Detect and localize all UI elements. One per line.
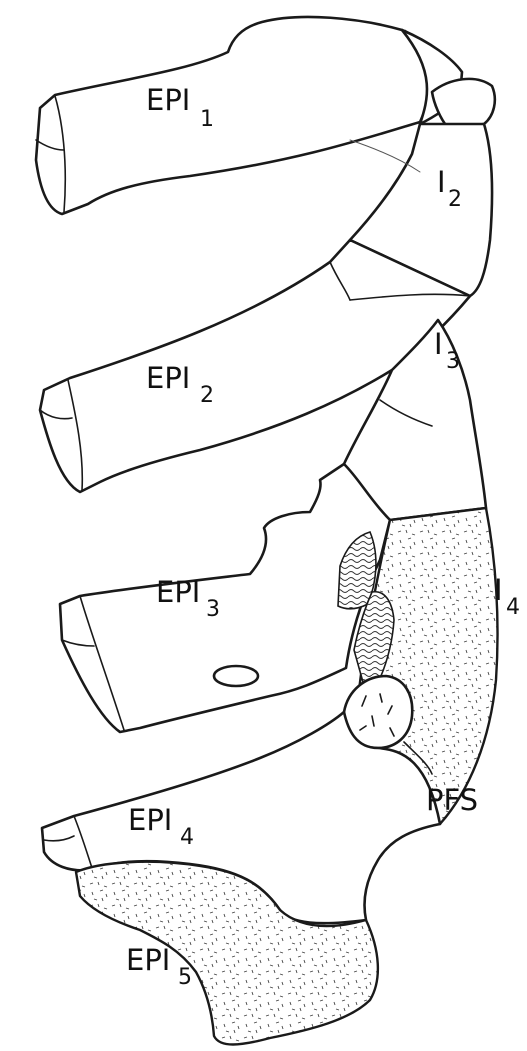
- svg-text:EPI: EPI: [146, 83, 190, 117]
- svg-text:I: I: [437, 165, 446, 199]
- svg-text:I: I: [434, 327, 443, 361]
- svg-text:PFS: PFS: [426, 783, 478, 817]
- svg-text:3: 3: [446, 349, 460, 374]
- svg-text:EPI: EPI: [146, 361, 190, 395]
- epi1-bone: [36, 17, 436, 214]
- svg-text:4: 4: [506, 595, 520, 620]
- svg-text:4: 4: [180, 825, 194, 850]
- svg-text:2: 2: [200, 383, 214, 408]
- svg-text:EPI: EPI: [128, 803, 172, 837]
- svg-text:5: 5: [178, 965, 192, 990]
- svg-text:EPI: EPI: [156, 575, 200, 609]
- svg-text:I: I: [494, 573, 503, 607]
- svg-text:EPI: EPI: [126, 943, 170, 977]
- svg-text:2: 2: [448, 187, 462, 212]
- label-pfs: PFS: [426, 783, 478, 817]
- epi3-bone: [60, 464, 390, 732]
- svg-text:1: 1: [200, 107, 214, 132]
- svg-text:3: 3: [206, 597, 220, 622]
